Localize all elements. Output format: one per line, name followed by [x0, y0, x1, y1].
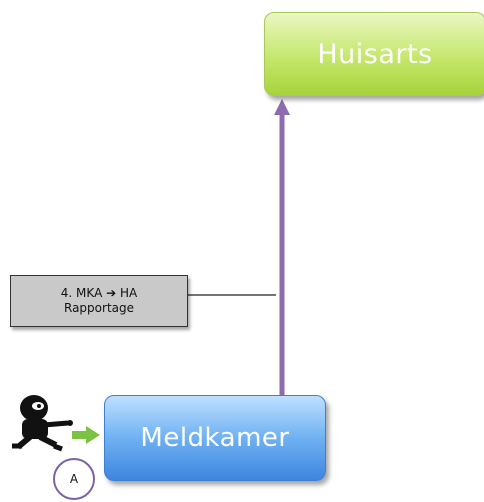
meldkamer-node: Meldkamer [104, 395, 326, 481]
caller-figure-icon [12, 395, 73, 452]
green-arrow-icon [72, 426, 100, 444]
message-label-box: 4. MKA ➔ HA Rapportage [10, 275, 188, 327]
huisarts-node: Huisarts [264, 12, 484, 96]
message-line-2: Rapportage [64, 301, 134, 315]
meldkamer-label: Meldkamer [140, 423, 290, 453]
marker-a: A [53, 458, 95, 500]
message-line-1: 4. MKA ➔ HA [60, 286, 138, 300]
huisarts-label: Huisarts [317, 38, 433, 70]
flow-arrow-head [274, 99, 290, 115]
